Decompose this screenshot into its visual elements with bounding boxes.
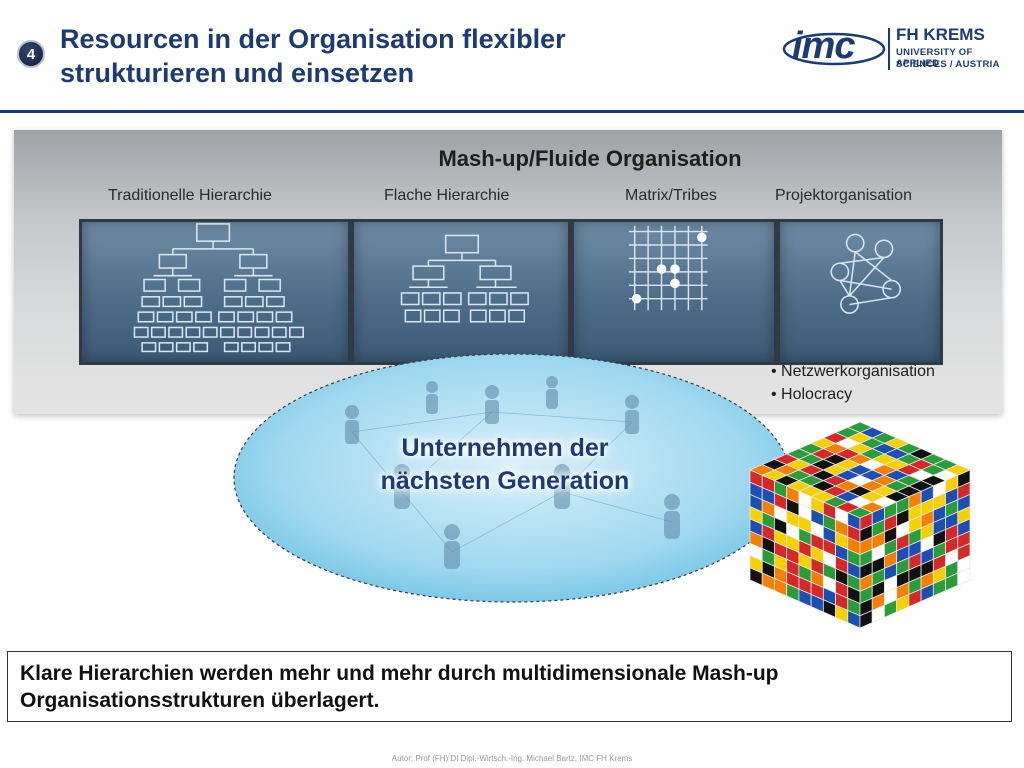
slide-number-badge: 4 [17,40,45,68]
network-nodes-icon [830,233,902,314]
summary-line-1: Klare Hierarchien werden mehr und mehr d… [20,662,779,685]
next-generation-line-2: nächsten Generation [380,467,630,495]
logo-line-3: SCIENCES / AUSTRIA [896,59,1000,70]
screen-traditional [79,219,351,365]
imc-fh-krems-logo: imc FH KREMS UNIVERSITY OF APPLIED SCIEN… [782,25,1004,72]
summary-box: Klare Hierarchien werden mehr und mehr d… [7,651,1012,722]
slide-title-line-1: Resourcen in der Organisation flexibler [60,24,566,54]
column-label-traditional: Traditionelle Hierarchie [108,187,272,204]
slide-title: Resourcen in der Organisation flexibler … [60,22,700,90]
next-generation-line-1: Unternehmen der [401,434,609,462]
logo-word: imc [792,25,855,67]
footer-author: Autor: Prof (FH) DI Dipl.-Wirtsch.-Ing. … [391,754,633,763]
screen-project [777,219,943,365]
logo-swoosh-icon [782,32,886,66]
column-label-flat: Flache Hierarchie [384,187,510,204]
column-label-matrix: Matrix/Tribes [625,187,717,204]
next-generation-label: Unternehmen der nächsten Generation [330,432,680,498]
band-title: Mash-up/Fluide Organisation [438,146,742,171]
screen-flat [351,219,571,365]
bullet-item: • Holocracy [771,386,853,403]
bullet-item: • Netzwerkorganisation [771,363,935,380]
slide-number: 4 [26,45,36,63]
slide-title-line-2: strukturieren und einsetzen [60,58,415,88]
organisation-screens [79,219,943,365]
logo-line-2: UNIVERSITY OF APPLIED [896,47,973,69]
bullet-list: • Netzwerkorganisation • Holocracy [771,360,935,406]
tall-hierarchy-icon [133,223,304,353]
column-label-project: Projektorganisation [775,187,912,204]
summary-line-2: Organisationsstrukturen überlagert. [20,689,380,712]
multicolor-cube-icon [748,421,972,629]
flat-hierarchy-icon [400,234,529,323]
logo-line-1: FH KREMS [896,25,985,44]
logo-separator [888,28,890,70]
people-network-cloud [233,353,791,603]
title-divider [0,110,1024,113]
matrix-grid-icon [628,225,708,311]
screen-matrix [571,219,777,365]
